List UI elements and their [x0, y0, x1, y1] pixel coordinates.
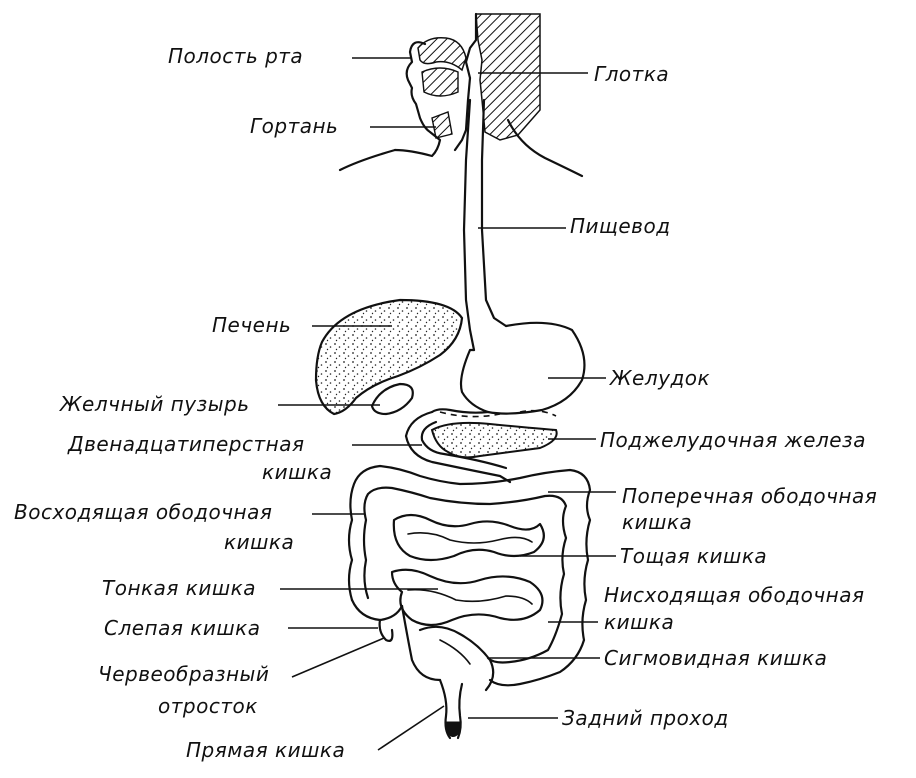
label-rectum: Прямая кишка — [186, 738, 346, 762]
label-duodenum-line1: Двенадцатиперстная — [68, 432, 305, 456]
head-neck-outline — [338, 12, 584, 178]
anus-mark — [445, 721, 461, 737]
label-small-intestine: Тонкая кишка — [102, 576, 256, 600]
pancreas — [430, 421, 558, 459]
label-mouth: Полость рта — [168, 44, 304, 68]
label-duodenum-line2: кишка — [262, 460, 333, 484]
label-ascending-line1: Восходящая ободочная — [14, 500, 273, 524]
liver — [314, 298, 464, 416]
rectum-anus — [438, 678, 464, 740]
label-appendix-line2: отросток — [158, 694, 258, 718]
label-stomach: Желудок — [610, 366, 711, 390]
larynx-hatching — [431, 111, 453, 139]
label-anus: Задний проход — [562, 706, 729, 730]
label-ascending-line2: кишка — [224, 530, 295, 554]
leader-lines — [278, 57, 616, 751]
stomach — [430, 321, 586, 418]
small-intestine — [390, 513, 545, 692]
label-larynx: Гортань — [250, 114, 339, 138]
label-descending-line1: Нисходящая ободочная — [604, 583, 865, 607]
duodenum — [404, 410, 512, 484]
label-liver: Печень — [212, 313, 292, 337]
label-pancreas: Поджелудочная железа — [600, 428, 866, 452]
label-cecum: Слепая кишка — [104, 616, 261, 640]
palate-hatching — [417, 36, 467, 72]
label-transverse-line1: Поперечная ободочная — [622, 484, 878, 508]
label-transverse-line2: кишка — [622, 510, 693, 534]
label-pharynx: Глотка — [594, 62, 670, 86]
esophagus — [462, 98, 508, 352]
label-sigmoid: Сигмовидная кишка — [604, 646, 828, 670]
tongue-hatching — [421, 67, 459, 97]
gallbladder — [370, 382, 414, 416]
label-esophagus: Пищевод — [570, 214, 671, 238]
label-appendix-line1: Червеобразный — [98, 662, 270, 686]
neck-hatching — [475, 13, 541, 141]
cecum-appendix — [350, 598, 442, 682]
label-descending-line2: кишка — [604, 610, 675, 634]
large-intestine — [347, 464, 592, 687]
label-gallbladder: Желчный пузырь — [60, 392, 250, 416]
label-jejunum: Тощая кишка — [620, 544, 768, 568]
